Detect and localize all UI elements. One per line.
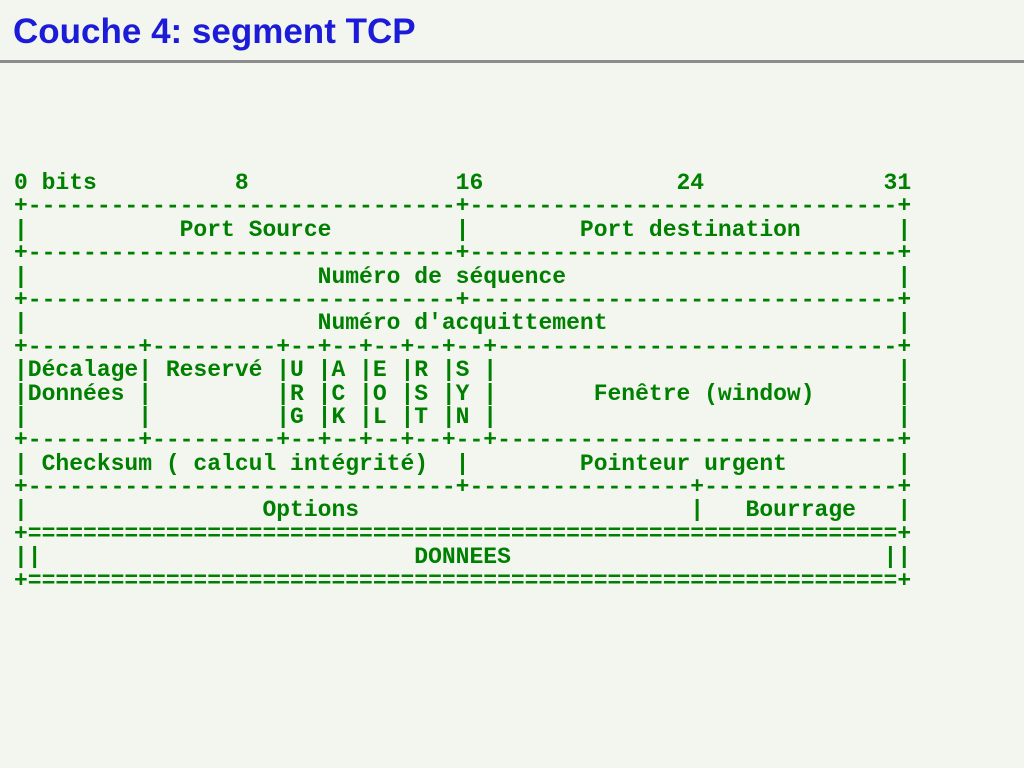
diagram-line-border: +-------------------------------+-------…	[14, 286, 912, 313]
diagram-line-double-border: +=======================================…	[14, 567, 912, 594]
diagram-line-options-padding: | Options | Bourrage |	[14, 497, 912, 524]
diagram-line-ack-number: | Numéro d'acquittement |	[14, 310, 912, 337]
diagram-line-flags-row2-window: |Données | |R |C |O |S |Y | Fenêtre (win…	[14, 380, 912, 407]
page-title: Couche 4: segment TCP	[13, 12, 416, 51]
diagram-line-bit-ruler: 0 bits 8 16 24 31	[14, 170, 912, 196]
diagram-line-border: +-------------------------------+-------…	[14, 193, 912, 220]
diagram-line-border: +-------------------------------+-------…	[14, 240, 912, 267]
diagram-line-flags-row1: |Décalage| Reservé |U |A |E |R |S | |	[14, 357, 912, 384]
diagram-line-double-border: +=======================================…	[14, 520, 912, 547]
diagram-line-data: || DONNEES ||	[14, 544, 912, 571]
tcp-segment-ascii-diagram: 0 bits 8 16 24 31+----------------------…	[14, 170, 912, 594]
diagram-line-ports: | Port Source | Port destination |	[14, 216, 912, 243]
diagram-line-checksum-urgent: | Checksum ( calcul intégrité) | Pointeu…	[14, 450, 912, 477]
diagram-line-border: +--------+---------+--+--+--+--+--+-----…	[14, 333, 912, 360]
title-underline-rule	[0, 60, 1024, 63]
diagram-line-border: +--------+---------+--+--+--+--+--+-----…	[14, 427, 912, 454]
diagram-line-border: +-------------------------------+-------…	[14, 474, 912, 501]
diagram-line-flags-row3: | | |G |K |L |T |N | |	[14, 403, 912, 430]
diagram-line-sequence-number: | Numéro de séquence |	[14, 263, 912, 290]
